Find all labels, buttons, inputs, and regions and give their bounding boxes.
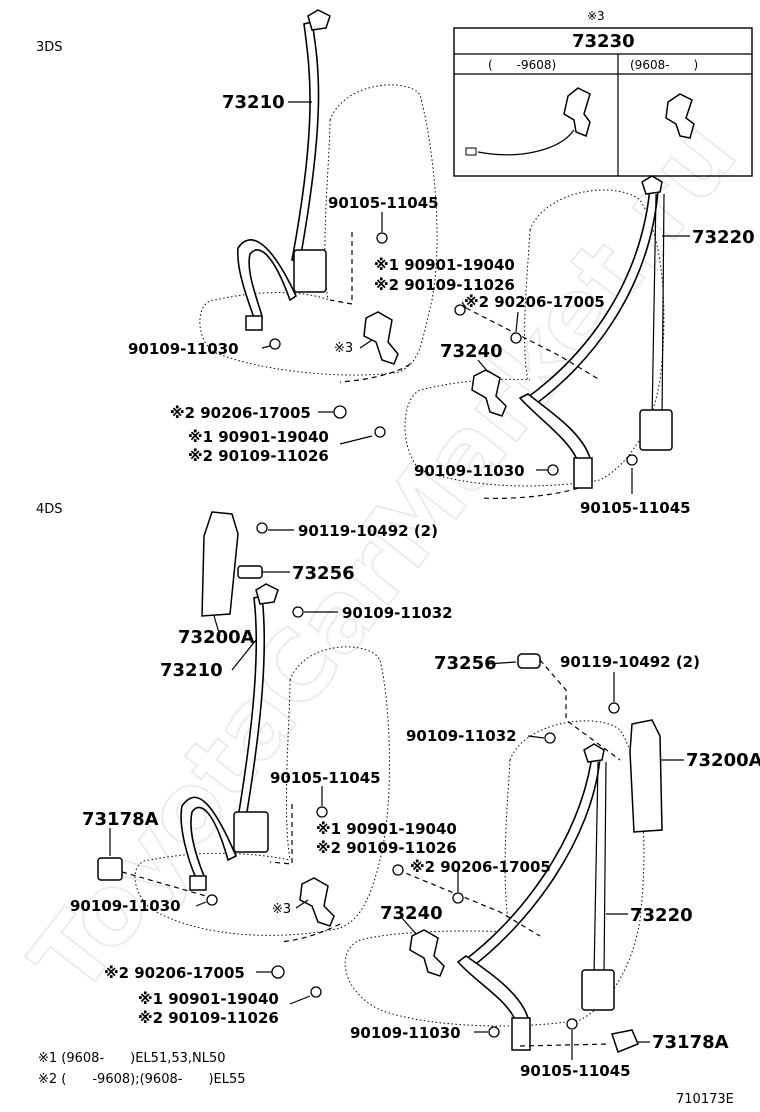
inset-part-number: 73230 xyxy=(572,31,635,52)
belt-73210-top xyxy=(237,9,331,331)
label-90109-11026-b: ※2 90109-11026 xyxy=(188,447,329,465)
label-73256-b: 73256 xyxy=(434,653,497,674)
label-73220-bottom: 73220 xyxy=(630,905,693,926)
label-73200A-a: 73200A xyxy=(178,627,255,648)
label-90109-11030-b: 90109-11030 xyxy=(414,462,525,480)
label-73210-bottom: 73210 xyxy=(160,660,223,681)
label-73178A-a: 73178A xyxy=(82,809,159,830)
label-90901-19040-a: ※1 90901-19040 xyxy=(374,256,515,274)
label-90109-11026-c: ※2 90109-11026 xyxy=(316,839,457,857)
label-90901-19040-d: ※1 90901-19040 xyxy=(138,990,279,1008)
cover-73256-right xyxy=(517,653,541,669)
label-90901-19040-c: ※1 90901-19040 xyxy=(316,820,457,838)
label-90109-11030-c: 90109-11030 xyxy=(70,897,181,915)
inset-col-right: (9608- ) xyxy=(630,58,698,72)
label-73210-top: 73210 xyxy=(222,92,285,113)
label-90105-11045-c: 90105-11045 xyxy=(270,769,381,787)
label-90109-11030-a: 90109-11030 xyxy=(128,340,239,358)
label-73240-top: 73240 xyxy=(440,341,503,362)
footnote-1: ※1 (9608- )EL51,53,NL50 xyxy=(38,1051,226,1066)
label-mark3-a: ※3 xyxy=(334,341,353,356)
label-90109-11026-a: ※2 90109-11026 xyxy=(374,276,515,294)
label-90901-19040-b: ※1 90901-19040 xyxy=(188,428,329,446)
label-73178A-b: 73178A xyxy=(652,1032,729,1053)
buckle-3ds-left xyxy=(363,311,399,365)
seat-left-top xyxy=(199,84,438,376)
label-90105-11045-d: 90105-11045 xyxy=(520,1062,631,1080)
label-90119-10492-a: 90119-10492 (2) xyxy=(298,522,438,540)
leader-lines-bottom xyxy=(109,529,684,1060)
seat-left-bottom xyxy=(134,646,390,936)
inset-mark: ※3 xyxy=(587,9,605,23)
label-90109-11030-d: 90109-11030 xyxy=(350,1024,461,1042)
leader-lines-top xyxy=(261,101,690,494)
label-90206-17005-d: ※2 90206-17005 xyxy=(104,964,245,982)
seat-right-top xyxy=(404,189,665,487)
label-73200A-b: 73200A xyxy=(686,750,760,771)
belt-73220-bottom xyxy=(456,743,615,1051)
buckle-3ds-left-bottom xyxy=(299,877,335,927)
label-73220-top: 73220 xyxy=(692,227,755,248)
cover-73256-left xyxy=(237,565,263,579)
buckle-73240-top xyxy=(471,369,507,417)
footnote-2: ※2 ( -9608);(9608- )EL55 xyxy=(38,1072,246,1087)
buckle-73240-bottom xyxy=(409,929,445,977)
label-90109-11032-b: 90109-11032 xyxy=(406,727,517,745)
inset-col-left: ( -9608) xyxy=(488,58,556,72)
cover-73178A-right xyxy=(611,1029,639,1053)
label-73240-bottom: 73240 xyxy=(380,903,443,924)
label-90119-10492-b: 90119-10492 (2) xyxy=(560,653,700,671)
inset-box-73230: ※3 73230 ( -9608) (9608- ) xyxy=(453,9,753,177)
trim-73200A-left xyxy=(201,511,239,617)
belt-73220-top xyxy=(518,175,673,489)
label-90206-17005-a: ※2 90206-17005 xyxy=(170,404,311,422)
cover-73178A-left xyxy=(97,857,123,881)
belt-73210-bottom xyxy=(180,583,279,891)
drawing-number: 710173E xyxy=(676,1092,734,1107)
trim-73200A-right xyxy=(629,719,663,833)
label-90206-17005-b: ※2 90206-17005 xyxy=(464,293,605,311)
label-90105-11045-a: 90105-11045 xyxy=(328,194,439,212)
section-label-4ds: 4DS xyxy=(36,502,63,517)
label-90109-11032-a: 90109-11032 xyxy=(342,604,453,622)
label-90105-11045-b: 90105-11045 xyxy=(580,499,691,517)
label-90109-11026-d: ※2 90109-11026 xyxy=(138,1009,279,1027)
label-mark3-b: ※3 xyxy=(272,902,291,917)
label-73256-a: 73256 xyxy=(292,563,355,584)
seat-right-bottom xyxy=(344,720,645,1027)
section-label-3ds: 3DS xyxy=(36,40,63,55)
label-90206-17005-c: ※2 90206-17005 xyxy=(410,858,551,876)
